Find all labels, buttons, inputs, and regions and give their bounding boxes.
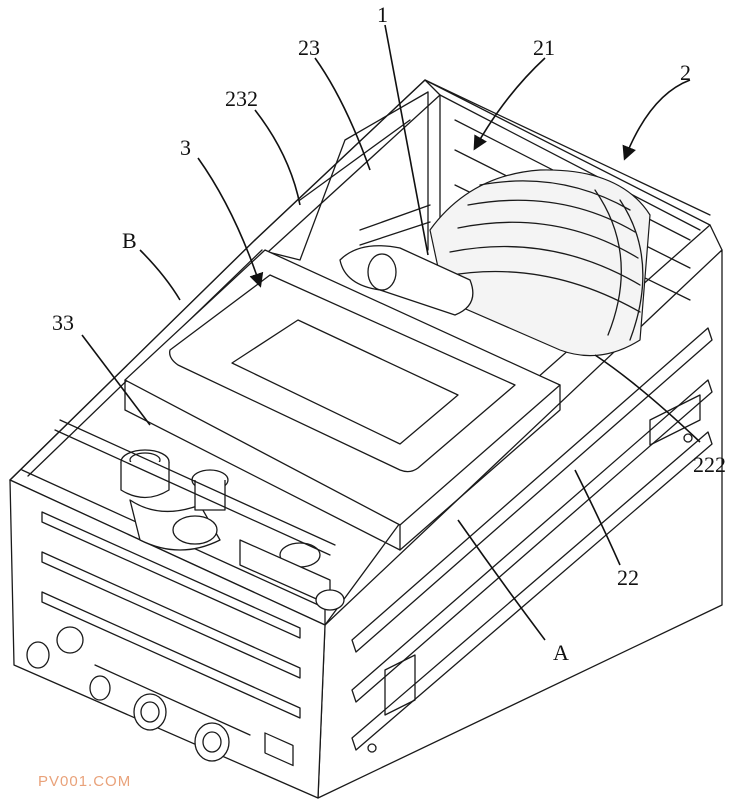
label-222: 222 <box>693 452 726 477</box>
leader-lines <box>81 24 701 641</box>
reference-labels: 1 2 21 23 232 3 B 33 222 22 A <box>52 2 726 665</box>
label-23: 23 <box>298 35 320 60</box>
heat-exchanger <box>429 169 651 357</box>
label-22: 22 <box>617 565 639 590</box>
label-A: A <box>553 640 569 665</box>
label-21: 21 <box>533 35 555 60</box>
label-232: 232 <box>225 86 258 111</box>
label-2: 2 <box>680 60 691 85</box>
label-3: 3 <box>180 135 191 160</box>
label-1: 1 <box>377 2 388 27</box>
top-cover <box>124 249 561 551</box>
label-B: B <box>122 228 137 253</box>
plumbing <box>54 419 345 611</box>
side-panel-slots <box>351 327 713 753</box>
front-panel-slots <box>41 511 301 767</box>
burner-pipe <box>339 204 474 316</box>
watermark: PV001.COM <box>38 773 131 790</box>
label-33: 33 <box>52 310 74 335</box>
bottom-fittings <box>26 626 251 762</box>
